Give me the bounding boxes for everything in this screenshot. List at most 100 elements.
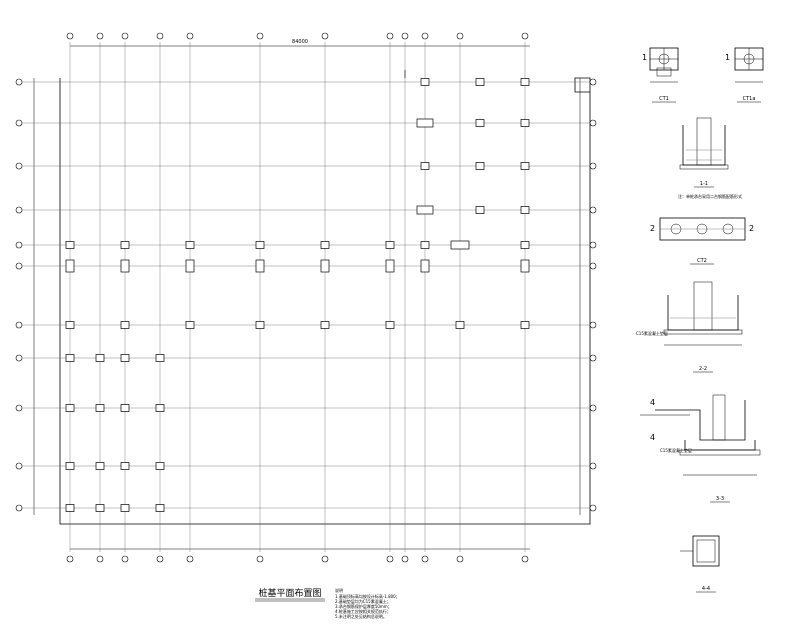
pile-cap [120, 321, 130, 329]
section-4-4: 4-4 [680, 535, 720, 593]
pile-cap [95, 504, 105, 512]
pile-cap [320, 259, 330, 273]
pile-cap [450, 240, 470, 250]
pile-cap [520, 162, 530, 170]
axis-bubble-bottom [186, 555, 194, 563]
detail-note: 注：单桩承台采用二台钢筋配筋形式 [678, 193, 742, 199]
axis-bubble-left [15, 78, 23, 86]
pile-cap [120, 241, 130, 249]
ct2-cut-label-right: 2 [749, 224, 754, 233]
axis-bubble-top [156, 32, 164, 40]
pile-cap [520, 78, 530, 86]
pile-cap [65, 321, 75, 329]
section-3-3: 4 4 C15素混凝土垫层 3-3 [640, 394, 761, 503]
axis-bubble-bottom [521, 555, 529, 563]
axis-bubble-top [121, 32, 129, 40]
notes-heading: 说明 [335, 587, 343, 593]
pile-cap [420, 259, 430, 273]
axis-bubble-right [589, 321, 597, 329]
axis-bubble-bottom [156, 555, 164, 563]
pile-cap [120, 354, 130, 362]
pile-cap [65, 504, 75, 512]
axis-bubble-left [15, 162, 23, 170]
ct1a-cut-label: 1 [725, 53, 730, 62]
axis-bubble-top [401, 32, 409, 40]
pile-cap [420, 78, 430, 86]
axis-bubbles [15, 32, 597, 563]
pile-cap [65, 259, 75, 273]
pile-cap [185, 321, 195, 329]
axis-bubble-right [589, 241, 597, 249]
pile-cap [155, 504, 165, 512]
axis-bubble-top [386, 32, 394, 40]
pile-cap [95, 404, 105, 412]
pile-cap [475, 119, 485, 127]
pile-foundation-plan: 84000 桩基平面布置图 说明 1.基础顶标高均按设计标高-1.800； 2.… [15, 32, 597, 619]
axis-bubble-bottom [321, 555, 329, 563]
axis-bubble-right [589, 78, 597, 86]
axis-bubble-left [15, 119, 23, 127]
axis-bubble-right [589, 504, 597, 512]
pile-cap [520, 321, 530, 329]
plan-title: 桩基平面布置图 [258, 587, 321, 599]
pile-cap [420, 162, 430, 170]
axis-bubble-top [456, 32, 464, 40]
pile-cap [385, 259, 395, 273]
axis-bubble-left [15, 241, 23, 249]
section-1-1: 1-1 注：单桩承台采用二台钢筋配筋形式 [678, 117, 742, 199]
pile-cap [475, 206, 485, 214]
detail-ct1a: 1 CT1a [725, 47, 764, 103]
axis-bubble-left [15, 404, 23, 412]
note-5: 5.未注明之处见结构总说明。 [335, 613, 387, 619]
pile-cap [416, 205, 434, 215]
pile-cap [520, 119, 530, 127]
note-3: 3.承台钢筋保护层厚度50mm； [335, 603, 392, 609]
axis-bubble-left [15, 354, 23, 362]
ct2-cut-label-left: 2 [650, 224, 655, 233]
axis-bubble-left [15, 206, 23, 214]
axis-bubble-bottom [66, 555, 74, 563]
note-4: 4.桩基施工应按相关规范执行； [335, 608, 391, 614]
pile-cap [255, 241, 265, 249]
axis-bubble-bottom [121, 555, 129, 563]
pile-cap [120, 504, 130, 512]
pile-cap [520, 241, 530, 249]
pile-cap [385, 321, 395, 329]
s33-cut-bottom: 4 [650, 433, 655, 442]
axis-bubble-bottom [96, 555, 104, 563]
s22-concrete-note: C15素混凝土垫层 [636, 330, 668, 336]
axis-grid-lines [22, 42, 590, 552]
pile-cap [120, 404, 130, 412]
pile-cap [120, 462, 130, 470]
axis-bubble-bottom [421, 555, 429, 563]
section-4-4-label: 4-4 [702, 586, 710, 592]
axis-bubble-top [96, 32, 104, 40]
section-3-3-label: 3-3 [716, 496, 724, 502]
section-1-1-label: 1-1 [700, 181, 708, 187]
pile-cap [255, 259, 265, 273]
pile-cap [155, 354, 165, 362]
pile-cap [155, 462, 165, 470]
pile-cap [65, 241, 75, 249]
axis-bubble-top [421, 32, 429, 40]
pile-cap [65, 404, 75, 412]
pile-cap [155, 404, 165, 412]
ct1-cut-label: 1 [642, 53, 647, 62]
axis-bubble-right [589, 354, 597, 362]
axis-bubble-right [589, 404, 597, 412]
section-2-2-label: 2-2 [699, 366, 707, 372]
pile-cap [455, 321, 465, 329]
axis-bubble-bottom [401, 555, 409, 563]
pile-cap [320, 321, 330, 329]
axis-bubble-left [15, 504, 23, 512]
axis-bubble-right [589, 262, 597, 270]
pile-caps [65, 78, 530, 512]
pile-cap [185, 259, 195, 273]
axis-bubble-right [589, 462, 597, 470]
s33-concrete-note: C15素混凝土垫层 [660, 447, 692, 453]
axis-bubble-right [589, 119, 597, 127]
axis-bubble-right [589, 162, 597, 170]
pile-cap [520, 206, 530, 214]
pile-cap [65, 462, 75, 470]
